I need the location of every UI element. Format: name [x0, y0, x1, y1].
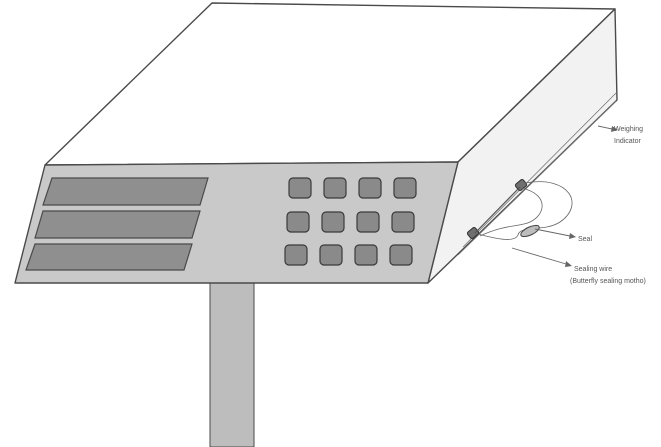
keypad-key	[285, 245, 307, 265]
keypad-key	[289, 178, 311, 198]
weighing-indicator-label: Weighing	[614, 126, 643, 133]
sealing-wire-arrow-line	[512, 248, 566, 264]
keypad-key	[324, 178, 346, 198]
keypad-key	[287, 212, 309, 232]
seal-arrowhead	[569, 233, 576, 239]
sealing-wire-label: (Butterfly sealing motho)	[570, 278, 646, 285]
keypad-key	[359, 178, 381, 198]
weighing-indicator-housing	[15, 3, 617, 283]
display-window-2	[35, 211, 200, 238]
keypad-key	[357, 212, 379, 232]
seal-arrow-line	[535, 229, 570, 236]
seal-tag	[519, 223, 541, 239]
display-window-1	[43, 178, 208, 205]
keypad-key	[355, 245, 377, 265]
sealing-wire-arrowhead	[565, 261, 572, 267]
display-window-3	[26, 244, 192, 270]
keypad-key	[320, 245, 342, 265]
weighing-indicator-label: Indicator	[614, 138, 642, 145]
weighing-indicator-arrow-line	[598, 126, 612, 129]
keypad-key	[394, 178, 416, 198]
display-windows	[26, 178, 208, 270]
support-pole	[210, 282, 254, 447]
keypad-key	[322, 212, 344, 232]
sealing-wire-label: Sealing wire	[574, 266, 612, 273]
seal-label: Seal	[578, 236, 592, 243]
keypad-key	[390, 245, 412, 265]
keypad-key	[392, 212, 414, 232]
